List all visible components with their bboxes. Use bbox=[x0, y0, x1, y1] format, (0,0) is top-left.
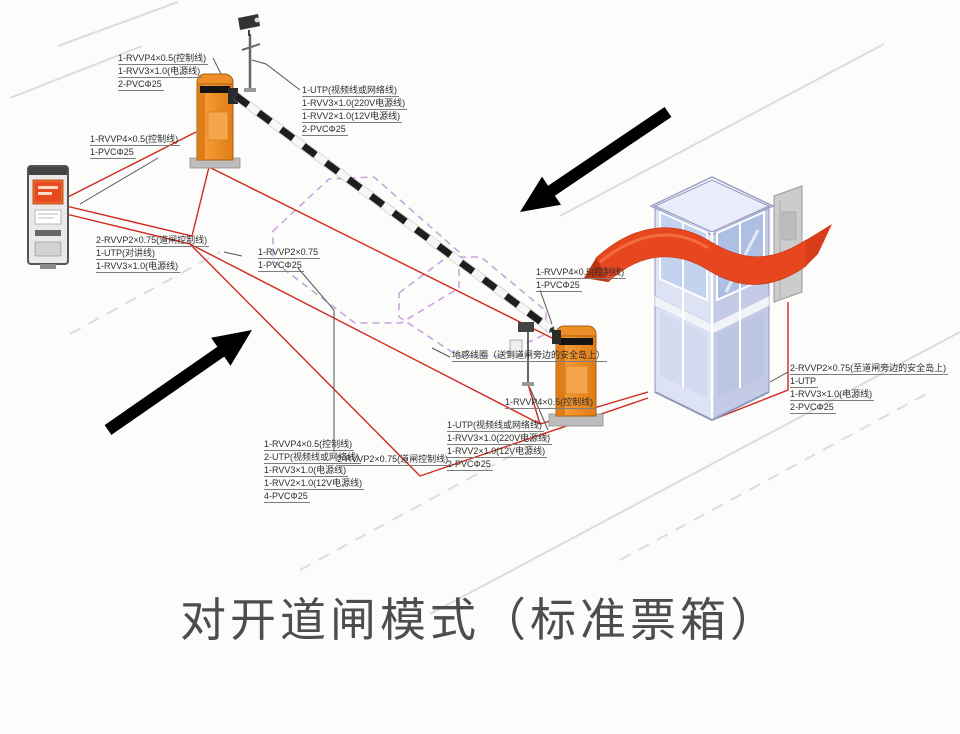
safety-island-outlines bbox=[272, 176, 547, 357]
guard-booth bbox=[649, 176, 775, 422]
ribbon-decoration-icon bbox=[584, 224, 832, 285]
camera-icon bbox=[518, 322, 534, 332]
diagram-title: 对开道闸模式（标准票箱） bbox=[180, 594, 780, 646]
safety-island-right bbox=[398, 256, 547, 357]
rear-ticket-machine bbox=[773, 185, 803, 303]
barrier-gate-right bbox=[548, 325, 604, 427]
wire-runs bbox=[65, 131, 789, 477]
exit-direction-arrow bbox=[520, 107, 672, 212]
entry-direction-arrow bbox=[104, 330, 252, 435]
direction-arrows bbox=[104, 107, 672, 435]
road-lines bbox=[9, 1, 960, 615]
camera-pole-right bbox=[509, 322, 534, 386]
leader-lines bbox=[79, 57, 789, 452]
barrier-gate-left bbox=[189, 73, 241, 169]
ticket-dispenser-machine bbox=[27, 165, 69, 269]
camera-pole-left bbox=[238, 14, 261, 92]
safety-island-left bbox=[272, 176, 460, 324]
camera-icon bbox=[238, 14, 260, 30]
barrier-boom-arm bbox=[233, 92, 555, 334]
